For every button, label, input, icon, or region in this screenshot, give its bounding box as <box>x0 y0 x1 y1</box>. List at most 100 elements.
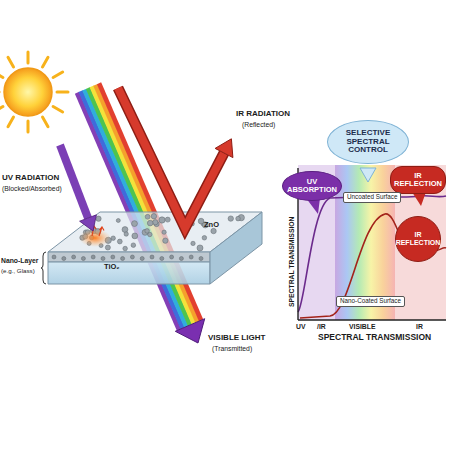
curve-label: Uncoated Surface <box>343 192 401 203</box>
nano-layer-front <box>48 252 210 262</box>
nanoparticle <box>62 257 66 261</box>
nanoparticle <box>111 236 115 240</box>
nanoparticle <box>81 257 85 261</box>
band-stripe <box>95 85 197 322</box>
axis-title: SPECTRAL TRANSMISSION <box>287 217 294 308</box>
nanoparticle <box>132 221 138 227</box>
ir-arrowhead <box>215 139 233 158</box>
nanoparticle <box>228 216 233 221</box>
callout-text: IR REFLECTION <box>396 231 441 246</box>
nanoparticle <box>121 257 125 261</box>
nanoparticle <box>111 255 115 259</box>
nanoparticle <box>198 218 204 224</box>
nanoparticle <box>105 245 110 250</box>
nanoparticle <box>122 227 128 233</box>
uv-arrow <box>60 145 88 218</box>
nano-coated-slab <box>48 212 262 284</box>
nanoparticle <box>179 257 183 261</box>
sun-ray <box>0 107 3 113</box>
callout-text: UV ABSORPTION <box>287 178 337 195</box>
nanoparticle <box>189 255 193 259</box>
tick-label: /IR <box>317 323 326 330</box>
nanoparticle <box>116 219 120 223</box>
material-label: ZnO <box>204 221 219 229</box>
callout-bubble: UV ABSORPTION <box>282 171 342 202</box>
sun-rays <box>0 52 68 132</box>
sun-ray <box>0 72 3 78</box>
callout-text: SELECTIVE SPECTRAL CONTROL <box>338 129 398 155</box>
nanoparticle <box>91 255 95 259</box>
sun-ray <box>57 91 68 94</box>
x-axis <box>298 319 446 320</box>
glass-front <box>48 262 210 284</box>
nanoparticle <box>163 238 168 243</box>
label: Nano-Layer <box>1 257 38 264</box>
nanoparticle <box>72 255 76 259</box>
nanoparticles <box>52 214 244 261</box>
nanoparticle <box>236 216 241 221</box>
sun-ray <box>8 117 14 127</box>
uncoated-curve <box>298 196 446 312</box>
label: (Reflected) <box>242 121 275 128</box>
sun-ray <box>27 52 30 63</box>
nanoparticle <box>132 233 138 239</box>
tick-label: VISIBLE <box>349 323 375 330</box>
nanoparticle <box>123 246 128 251</box>
nanoparticle <box>130 255 134 259</box>
sun-ray <box>53 107 63 113</box>
ir-arrow-outline <box>118 88 224 228</box>
nanoparticle <box>145 214 150 219</box>
nanoparticle <box>147 220 153 226</box>
label: (Blocked/Absorbed) <box>2 185 62 192</box>
tick-label: UV <box>296 323 305 330</box>
nanoparticle <box>170 255 174 259</box>
sun-ray <box>43 57 49 67</box>
nanoparticle <box>160 257 164 261</box>
nanoparticle <box>199 257 203 261</box>
callout-circle: IR REFLECTION <box>395 216 441 262</box>
nanoparticle <box>101 257 105 261</box>
nanoparticle <box>124 232 128 236</box>
nanoparticle <box>153 220 158 225</box>
axis-title: SPECTRAL TRANSMISSION <box>318 333 431 342</box>
tick-label: IR <box>416 323 423 330</box>
uv-arrowhead <box>80 215 97 231</box>
ir-arrow <box>118 88 224 228</box>
bracket <box>41 252 46 284</box>
label: UV RADIATION <box>2 174 59 183</box>
nanoparticle <box>162 230 166 234</box>
callout-bubble: SELECTIVE SPECTRAL CONTROL <box>327 120 409 164</box>
label: (e.g., Glass) <box>1 268 35 275</box>
band-stripe <box>77 93 179 330</box>
callout-text: IR REFLECTION <box>394 172 442 189</box>
callout-tail <box>412 192 426 206</box>
sun-ray <box>53 72 63 78</box>
absorption-glow <box>79 229 111 247</box>
sun-ray <box>27 121 30 132</box>
label: VISIBLE LIGHT <box>208 334 265 343</box>
nanoparticle <box>202 236 207 241</box>
sun <box>4 68 52 116</box>
nanoparticle <box>211 228 216 233</box>
curve-label: Nano-Coated Surface <box>336 296 405 307</box>
label: (Transmitted) <box>212 345 252 352</box>
callout-bubble: IR REFLECTION <box>390 166 446 195</box>
nanoparticle <box>191 241 195 245</box>
nanoparticle <box>150 255 154 259</box>
nanoparticle <box>197 245 203 251</box>
label: IR RADIATION <box>236 110 290 119</box>
nanoparticle <box>131 243 136 248</box>
nanoparticle <box>151 214 156 219</box>
nanoparticle <box>117 239 122 244</box>
nanoparticle <box>165 217 170 222</box>
nanoparticle <box>140 257 144 261</box>
material-label: TiO₂ <box>104 263 120 271</box>
nanoparticle <box>159 217 165 223</box>
nanoparticle <box>96 216 101 221</box>
nanoparticle <box>145 229 150 234</box>
sun-ray <box>43 117 49 127</box>
callout-tail <box>360 168 376 182</box>
sun-ray <box>8 57 14 67</box>
